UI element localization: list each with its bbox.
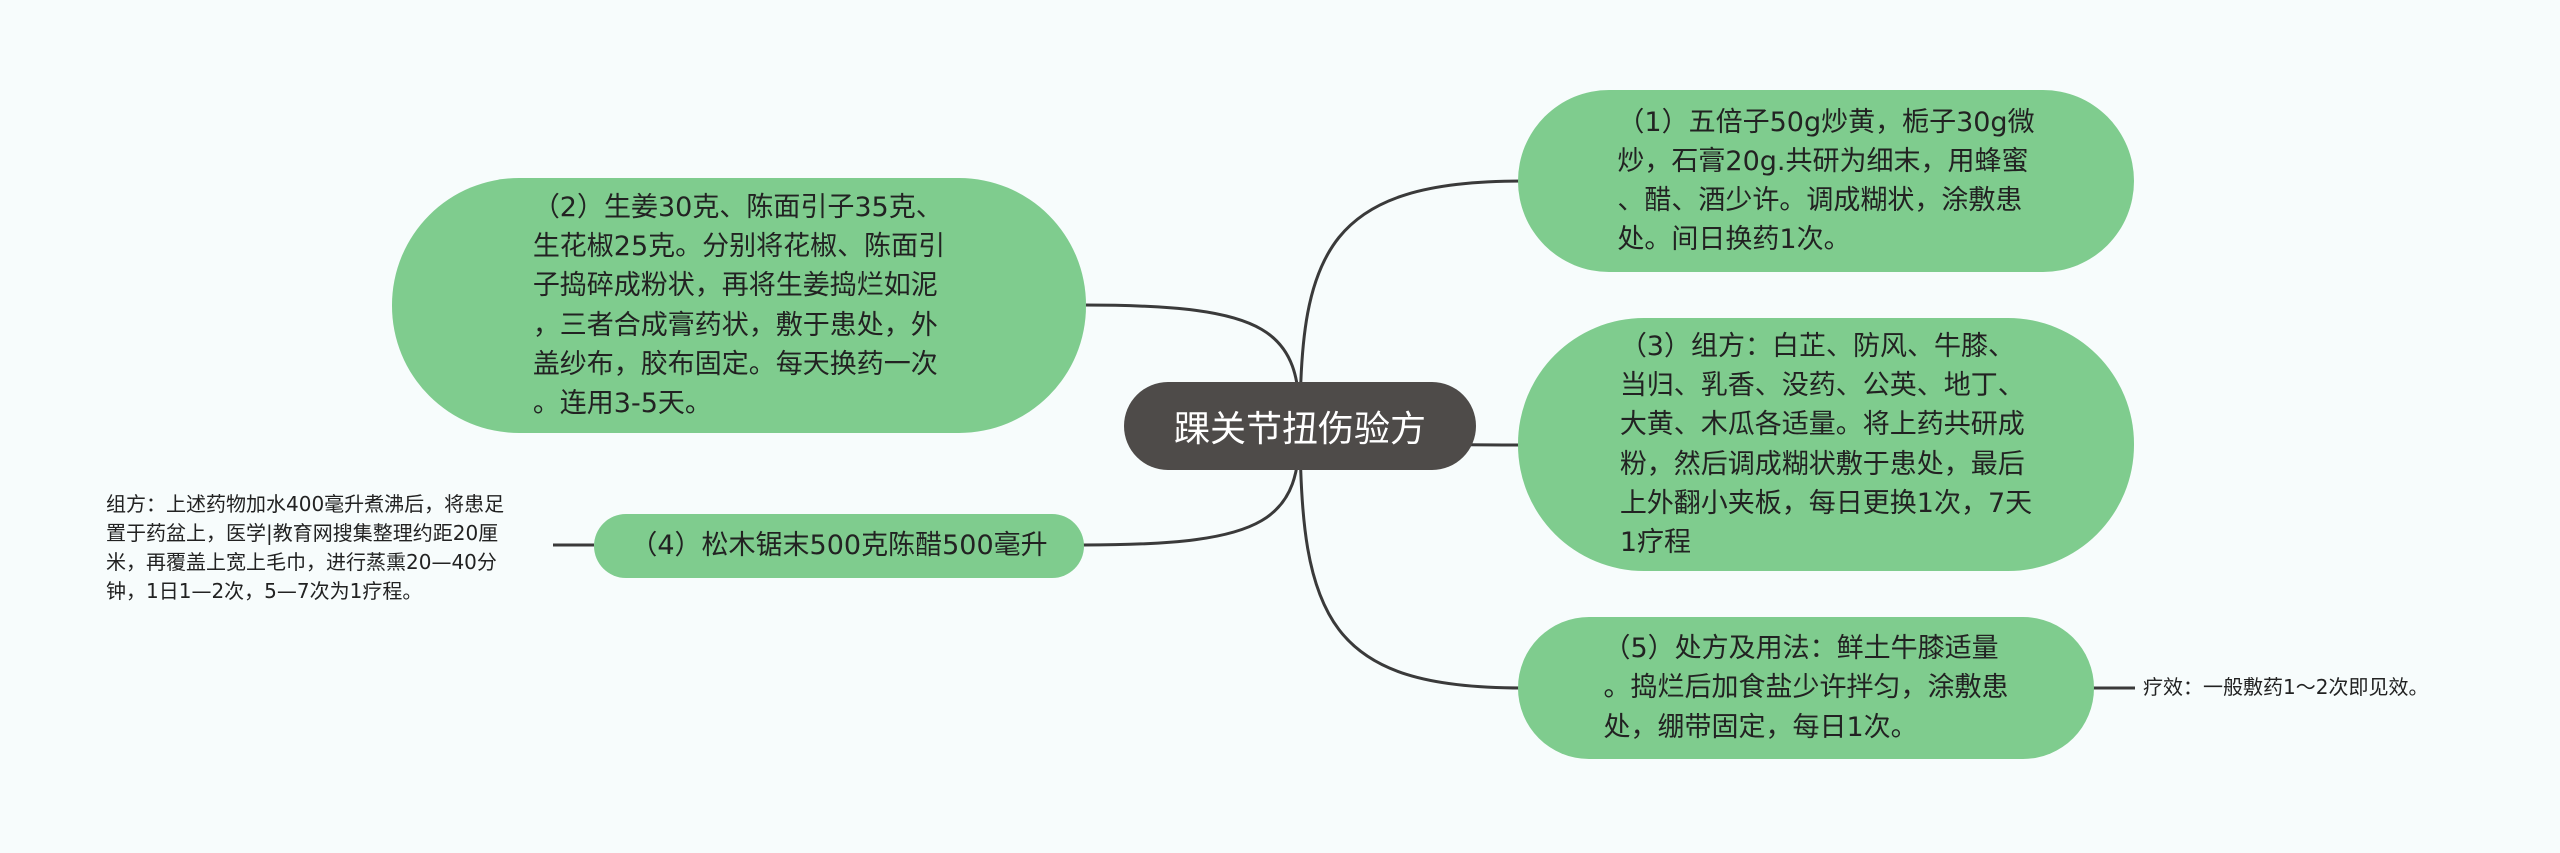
note-b5: 疗效：一般敷药1～2次即见效。	[2143, 675, 2429, 699]
link-root-b5	[1298, 424, 1523, 690]
branch-text-3: （3）组方：白芷、防风、牛膝、 当归、乳香、没药、公英、地丁、 大黄、木瓜各适量…	[1619, 331, 2033, 558]
branch-node-2[interactable]: （2）生姜30克、陈面引子35克、 生花椒25克。分别将花椒、陈面引 子捣碎成粉…	[392, 178, 1086, 433]
root-title: 踝关节扭伤验方	[1173, 409, 1426, 450]
branch-text-5: （5）处方及用法：鲜土牛膝适量 。捣烂后加食盐少许拌匀，涂敷患 处，绷带固定，每…	[1603, 633, 2009, 743]
branch-node-4[interactable]: （4）松木锯末500克陈醋500毫升	[594, 514, 1084, 578]
root-node[interactable]: 踝关节扭伤验方	[1124, 382, 1476, 470]
link-root-b1	[1298, 179, 1523, 426]
branch-node-3[interactable]: （3）组方：白芷、防风、牛膝、 当归、乳香、没药、公英、地丁、 大黄、木瓜各适量…	[1518, 318, 2134, 571]
note-b4: 组方：上述药物加水400毫升煮沸后，将患足 置于药盆上，医学|教育网搜集整理约距…	[106, 492, 505, 603]
branch-text-1: （1）五倍子50g炒黄，栀子30g微 炒，石膏20g.共研为细末，用蜂蜜 、醋、…	[1617, 106, 2035, 256]
branch-text-2: （2）生姜30克、陈面引子35克、 生花椒25克。分别将花椒、陈面引 子捣碎成粉…	[532, 192, 946, 419]
branch-node-5[interactable]: （5）处方及用法：鲜土牛膝适量 。捣烂后加食盐少许拌匀，涂敷患 处，绷带固定，每…	[1518, 617, 2094, 759]
branch-node-1[interactable]: （1）五倍子50g炒黄，栀子30g微 炒，石膏20g.共研为细末，用蜂蜜 、醋、…	[1518, 90, 2134, 272]
branch-text-4: （4）松木锯末500克陈醋500毫升	[630, 530, 1048, 562]
